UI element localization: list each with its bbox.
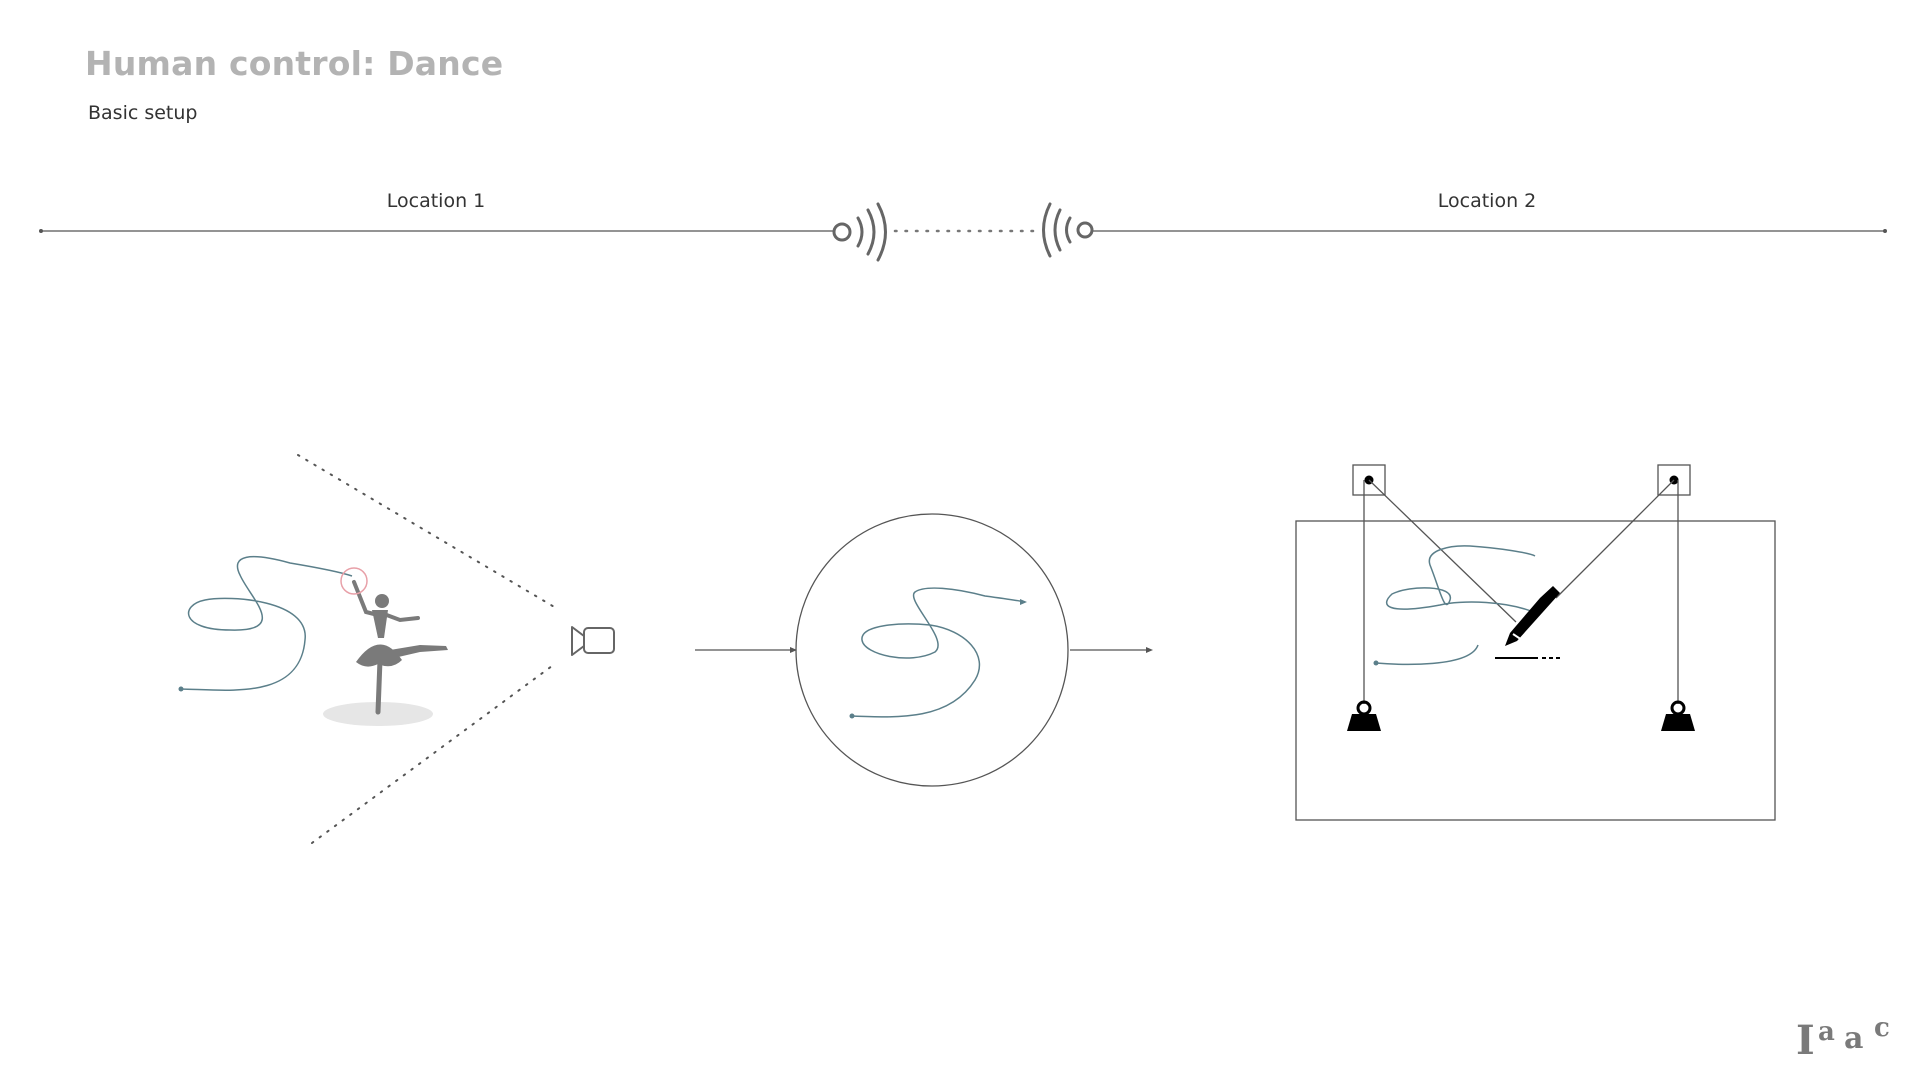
processed-path-start	[849, 713, 855, 719]
processed-path-arrowhead	[1020, 599, 1027, 605]
location-divider-line	[39, 229, 1887, 233]
drawn-path-start	[1373, 660, 1379, 666]
cables	[1363, 479, 1679, 704]
camera-icon	[571, 626, 615, 656]
arrow-to-machine	[1070, 647, 1153, 653]
drawing-board	[1295, 520, 1776, 821]
receiver-icon	[1042, 202, 1094, 258]
svg-text:a: a	[1818, 1017, 1835, 1047]
page-subtitle: Basic setup	[88, 102, 198, 124]
weight-left-icon	[1347, 700, 1381, 731]
dancer-silhouette	[352, 580, 448, 715]
transmitter-icon	[832, 202, 887, 262]
page-title: Human control: Dance	[85, 44, 504, 83]
svg-text:I: I	[1796, 1017, 1815, 1062]
arrow-to-processor	[695, 647, 797, 653]
processing-circle	[795, 513, 1069, 787]
svg-text:c: c	[1874, 1013, 1890, 1043]
camera-fov-top	[297, 454, 557, 609]
iaac-logo: I a a c	[1796, 1013, 1890, 1062]
location-2-label: Location 2	[1437, 190, 1537, 212]
path-start-dot	[178, 686, 184, 692]
location-1-label: Location 1	[386, 190, 486, 212]
pen-icon	[1495, 586, 1562, 659]
svg-text:a: a	[1844, 1021, 1863, 1056]
processed-motion-path	[851, 587, 1026, 718]
drawn-motion-path	[1375, 545, 1541, 666]
weight-right-icon	[1661, 700, 1695, 731]
tracking-marker	[340, 567, 368, 595]
dance-motion-path	[180, 555, 353, 691]
camera-fov-bottom	[311, 662, 557, 844]
